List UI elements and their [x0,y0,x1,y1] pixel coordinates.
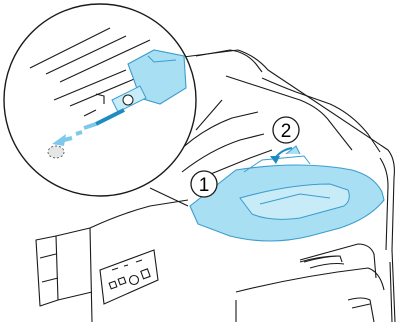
step-marker-1-label: 1 [199,175,210,196]
step-marker-2: 2 [273,117,299,143]
control-panel [100,250,158,304]
step-marker-1: 1 [191,171,217,197]
step-marker-2-label: 2 [281,121,292,142]
zoom-callout [4,4,222,206]
